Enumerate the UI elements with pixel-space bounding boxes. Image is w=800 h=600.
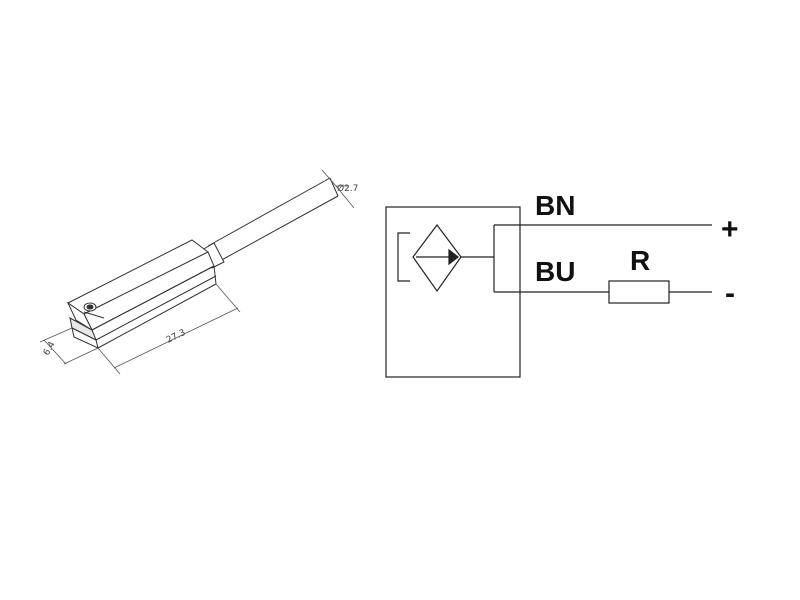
- mounting-screw: [83, 302, 105, 319]
- sensor-bracket: [397, 232, 410, 282]
- sensor-symbol-icon: [412, 224, 462, 293]
- negative-terminal: -: [725, 277, 735, 310]
- sensor-drawing: [66, 177, 339, 349]
- diameter-label: Ø2.7: [337, 183, 358, 194]
- sensor-cable: [207, 177, 339, 263]
- width-label: 6.4: [42, 340, 58, 358]
- brown-wire-label: BN: [535, 190, 575, 221]
- length-label: 27.3: [165, 328, 187, 346]
- wiring-schematic: [385, 206, 712, 378]
- blue-wire-label: BU: [535, 256, 575, 287]
- resistor-symbol: [608, 280, 670, 304]
- positive-terminal: +: [721, 213, 739, 246]
- dimension-lines: [39, 169, 355, 375]
- resistor-label: R: [630, 245, 650, 276]
